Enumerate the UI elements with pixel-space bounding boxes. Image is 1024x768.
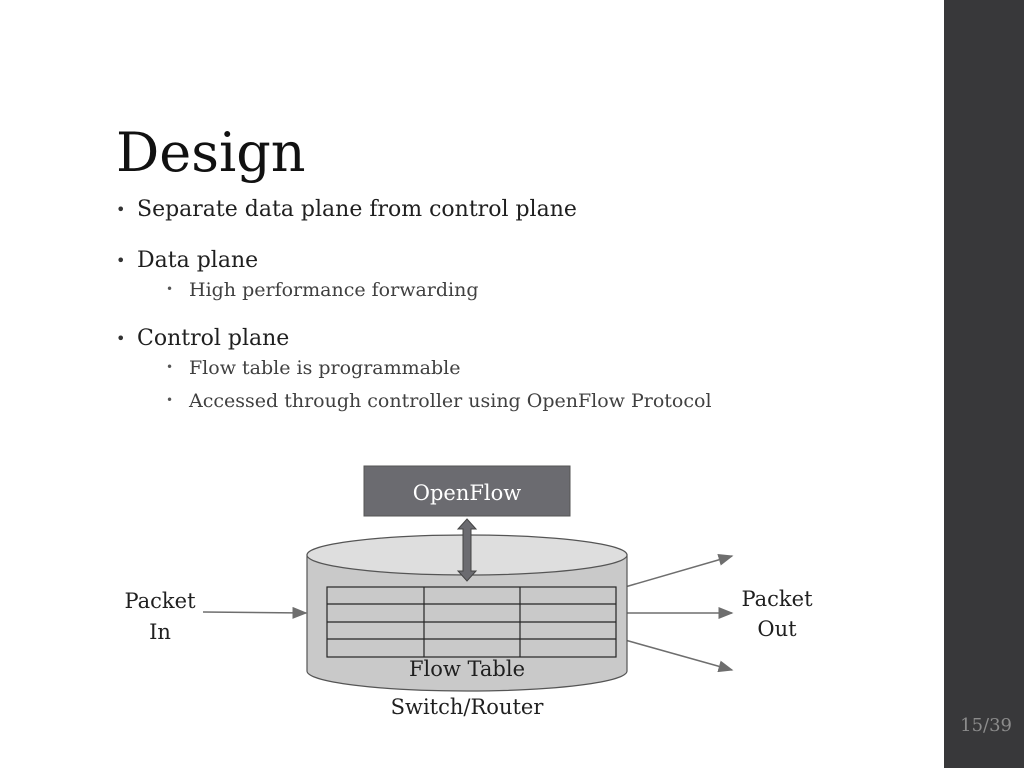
- sub-bullet-item: Flow table is programmable: [137, 354, 876, 382]
- bullet-text: Control plane: [137, 326, 290, 351]
- sub-bullet-list: Flow table is programmable Accessed thro…: [137, 354, 876, 415]
- sub-bullet-item: High performance forwarding: [137, 276, 876, 304]
- page-number: 15/39: [960, 715, 1012, 736]
- packet-out-arrow-down: [624, 639, 734, 673]
- packet-in-arrow: [202, 606, 308, 619]
- slide-title: Design: [116, 121, 306, 184]
- slide-canvas: Design Separate data plane from control …: [0, 0, 944, 768]
- bullet-list: Separate data plane from control plane D…: [116, 195, 876, 415]
- sub-bullet-text: Accessed through controller using OpenFl…: [189, 390, 712, 412]
- sub-bullet-item: Accessed through controller using OpenFl…: [137, 387, 876, 415]
- bullet-item: Separate data plane from control plane: [116, 195, 876, 225]
- openflow-double-arrow: [456, 518, 478, 582]
- packet-out-label-line1: Packet: [741, 587, 813, 611]
- flow-table-label: Flow Table: [409, 657, 525, 681]
- packet-out-label-line2: Out: [757, 617, 797, 641]
- bullet-text: Separate data plane from control plane: [137, 197, 577, 222]
- openflow-label: OpenFlow: [413, 481, 522, 505]
- openflow-box: [363, 465, 571, 517]
- bullet-text: Data plane: [137, 248, 259, 273]
- packet-out-arrow-up: [624, 553, 734, 588]
- sub-bullet-text: Flow table is programmable: [189, 357, 461, 379]
- switch-diagram: OpenFlow Packet In Packet Out Flow Table…: [0, 450, 944, 768]
- flow-table-grid: [326, 586, 617, 658]
- diagram-svg: OpenFlow Packet In Packet Out Flow Table…: [124, 465, 813, 719]
- sub-bullet-list: High performance forwarding: [137, 276, 876, 304]
- bullet-item: Control plane Flow table is programmable…: [116, 324, 876, 415]
- packet-in-label-line2: In: [149, 620, 171, 644]
- sub-bullet-text: High performance forwarding: [189, 279, 479, 301]
- bullet-item: Data plane High performance forwarding: [116, 246, 876, 304]
- slide-sidebar: 15/39: [944, 0, 1024, 768]
- packet-in-label-line1: Packet: [124, 589, 196, 613]
- switch-router-label: Switch/Router: [391, 695, 545, 719]
